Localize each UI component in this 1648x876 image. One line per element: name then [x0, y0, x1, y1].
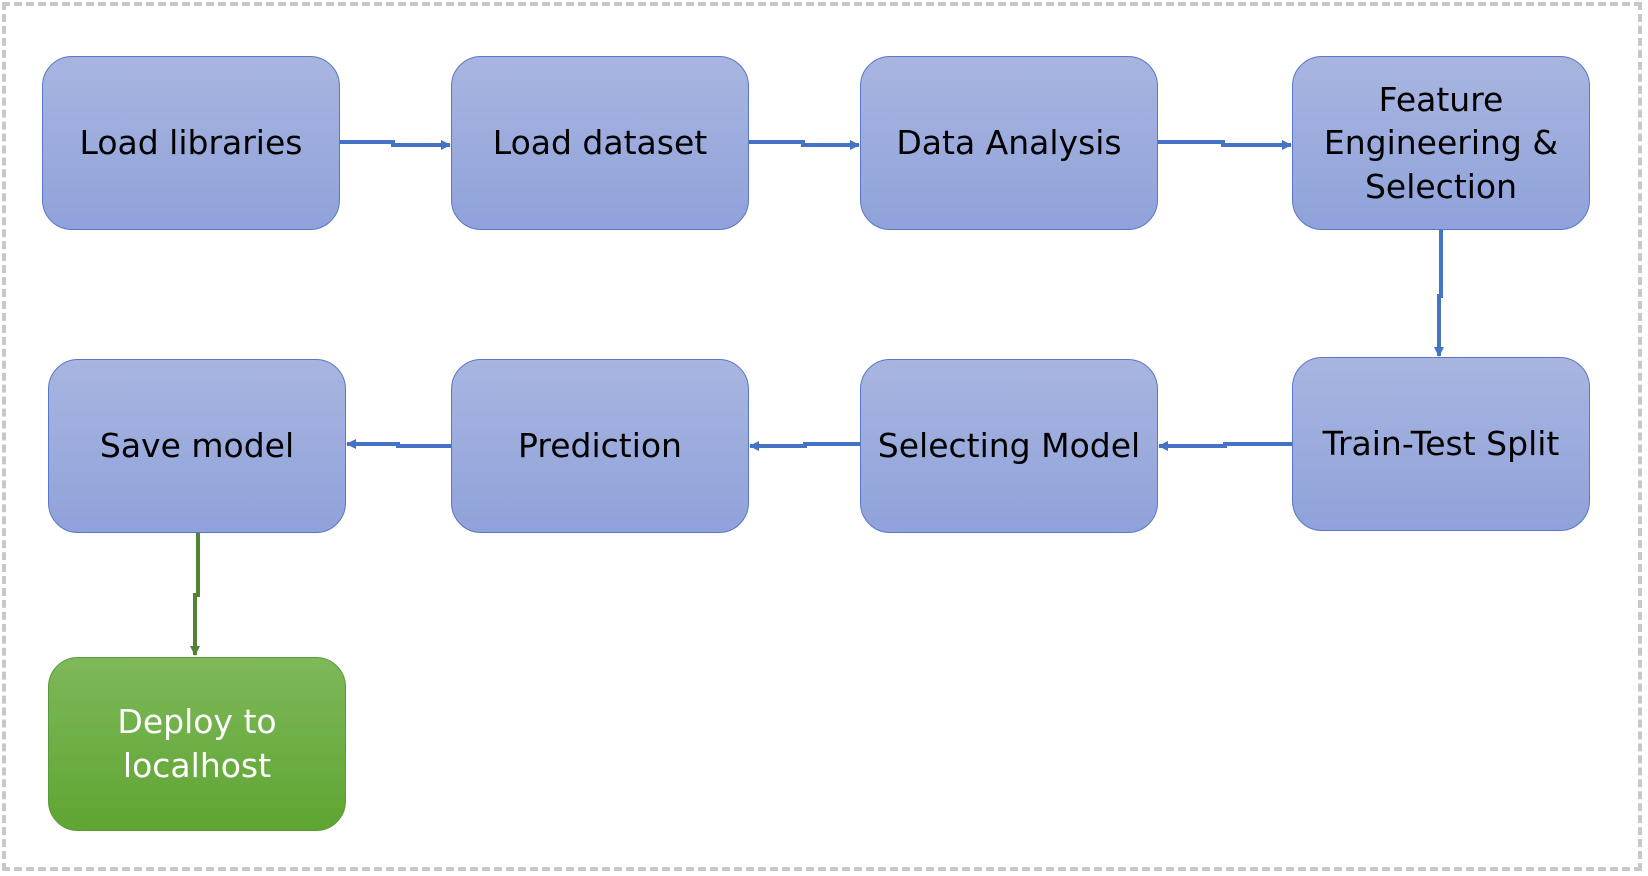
node-data-analysis[interactable]: Data Analysis	[860, 56, 1158, 230]
node-label: Selecting Model	[877, 426, 1141, 466]
node-label: Save model	[99, 426, 295, 466]
node-load-dataset[interactable]: Load dataset	[451, 56, 749, 230]
node-prediction[interactable]: Prediction	[451, 359, 749, 533]
node-label: Train-Test Split	[1322, 424, 1560, 464]
arrow-selecting-model-to-prediction	[749, 441, 860, 451]
node-save-model[interactable]: Save model	[48, 359, 346, 533]
node-label: Load libraries	[79, 123, 303, 163]
arrow-load-libraries-to-load-dataset	[340, 140, 451, 150]
node-label: Deploy to localhost	[117, 702, 277, 785]
arrow-train-test-split-to-selecting-model	[1158, 441, 1292, 451]
node-train-test-split[interactable]: Train-Test Split	[1292, 357, 1590, 531]
arrow-save-model-to-deploy	[190, 533, 200, 656]
node-label: Feature Engineering & Selection	[1323, 79, 1559, 206]
arrow-data-analysis-to-feature-engineering	[1158, 140, 1292, 150]
node-load-libraries[interactable]: Load libraries	[42, 56, 340, 230]
node-feature-engineering-selection[interactable]: Feature Engineering & Selection	[1292, 56, 1590, 230]
node-deploy-to-localhost[interactable]: Deploy to localhost	[48, 657, 346, 831]
arrow-load-dataset-to-data-analysis	[749, 140, 860, 150]
arrow-feature-engineering-to-train-test-split	[1434, 230, 1444, 357]
node-selecting-model[interactable]: Selecting Model	[860, 359, 1158, 533]
node-label: Data Analysis	[896, 123, 1122, 163]
node-label: Load dataset	[492, 123, 708, 163]
arrow-prediction-to-save-model	[346, 439, 451, 449]
node-label: Prediction	[518, 426, 682, 466]
